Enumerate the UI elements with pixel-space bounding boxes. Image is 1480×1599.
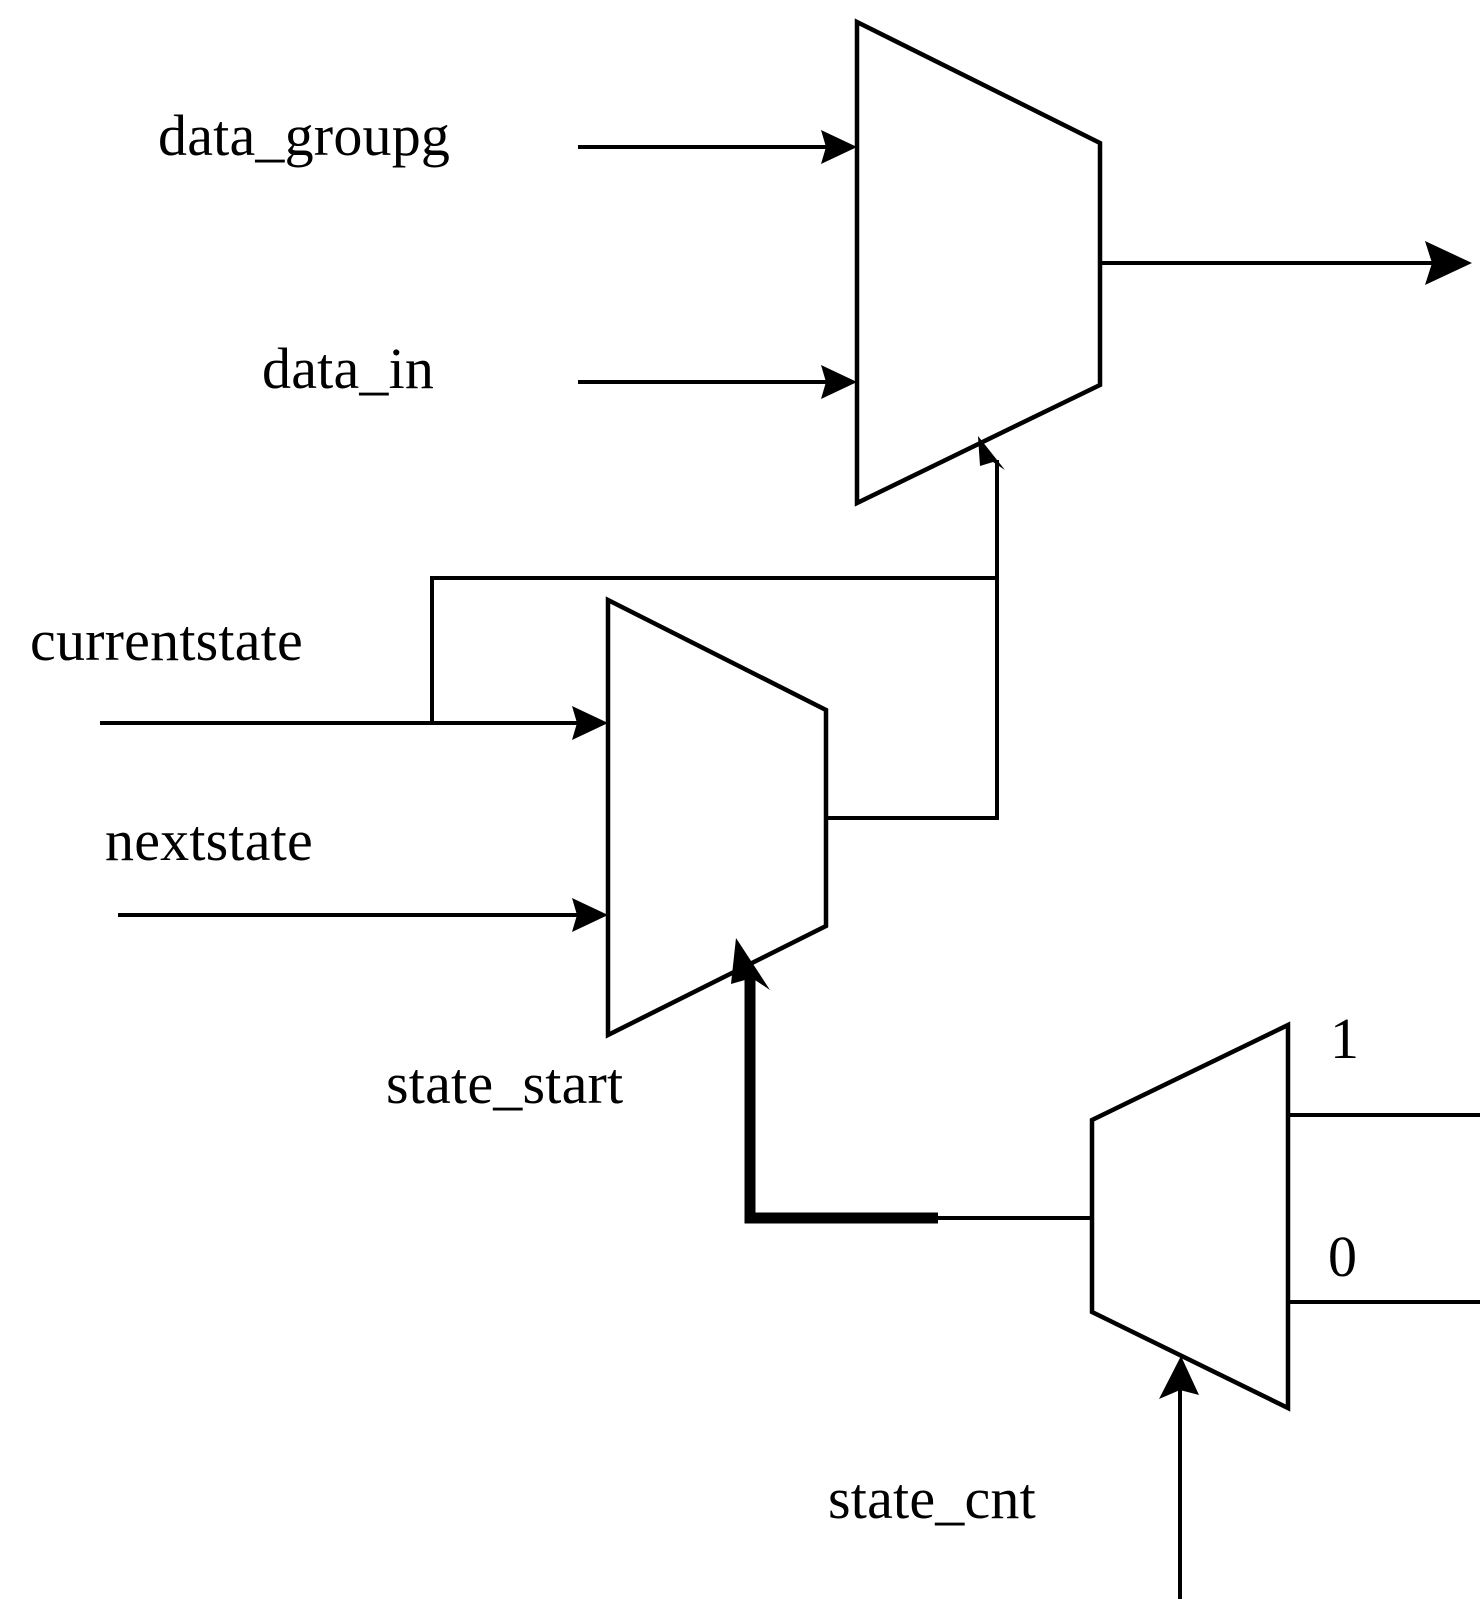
arrowhead-data-in bbox=[821, 365, 857, 399]
arrowhead-mux-data-output bbox=[1425, 241, 1472, 285]
label-output-zero: 0 bbox=[1328, 1224, 1358, 1289]
mux-counter-body bbox=[1089, 1021, 1291, 1412]
arrowhead-currentstate bbox=[572, 706, 608, 740]
arrowhead-state-start bbox=[731, 938, 770, 990]
label-currentstate: currentstate bbox=[30, 608, 303, 673]
label-data-groupg: data_groupg bbox=[158, 103, 451, 168]
label-state-start: state_start bbox=[386, 1051, 624, 1116]
wire-state-start-bold bbox=[744, 972, 938, 1224]
arrowhead-data-groupg bbox=[821, 130, 857, 164]
label-state-cnt: state_cnt bbox=[828, 1466, 1036, 1531]
arrowhead-state-cnt bbox=[1159, 1356, 1199, 1399]
label-nextstate: nextstate bbox=[105, 808, 313, 873]
mux-state-body bbox=[605, 596, 829, 1039]
label-data-in: data_in bbox=[262, 336, 435, 401]
mux-data-body bbox=[854, 18, 1103, 507]
arrowhead-nextstate bbox=[572, 898, 608, 932]
arrowhead-mux-data-select bbox=[978, 436, 1005, 470]
label-output-one: 1 bbox=[1330, 1006, 1360, 1071]
